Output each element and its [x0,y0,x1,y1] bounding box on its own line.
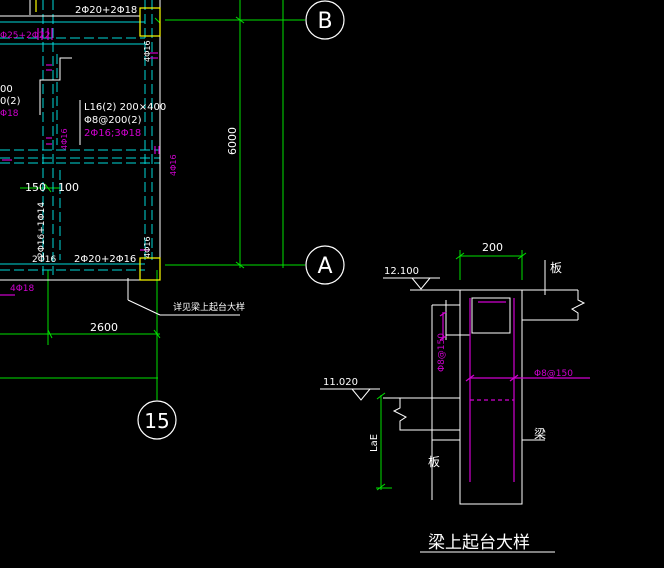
dim-200: 200 [482,241,503,254]
col-4phi16-top: 4Φ16 [143,40,152,62]
dim-100: 100 [58,181,79,194]
axis-15-label: 15 [144,409,169,433]
cut-18: Φ18 [0,109,19,119]
pedestal-outline [459,289,523,505]
label-beam: 梁 [534,426,546,441]
detail-title: 梁上起台大样 [428,533,530,553]
plan-structure-lines [0,0,240,316]
col-4phi16-bottom: 4Φ16 [143,236,152,258]
detail-callout: 详见梁上起台大样 [173,301,245,313]
elev-bottom: 11.020 [323,377,358,388]
plan-rebar-ticks [0,28,160,296]
l16-spec: L16(2) 200×400 [84,102,166,113]
axis-b-label: B [317,9,332,34]
label-slab-top: 板 [550,261,562,275]
bottom-beam-rebar2: 2Φ20+2Φ16 [74,254,136,265]
plan-beam-lines [0,0,160,275]
axis-15: 15 [137,400,177,440]
column-bottom [139,257,161,281]
bottom-beam-rebar1: 2Φ16 [32,255,57,265]
column-top [139,7,161,37]
plan-dimension-lines [0,0,305,400]
stirrup-vertical: Φ8@150 [437,333,447,372]
plan-columns [35,0,161,281]
l16-stirrup: Φ8@200(2) [84,115,142,126]
detail-structure [320,260,586,505]
elev-top: 12.100 [384,266,419,277]
detail-dimension-lines [376,250,527,491]
col-4phi16-mid: 4Φ16 [60,128,69,150]
plan-view: B A 15 2Φ20+2Φ18 Φ25+2Φ22 00 0(2) Φ18 L1… [0,0,345,440]
label-slab-bottom: 板 [428,455,440,469]
top-beam-rebar: 2Φ20+2Φ18 [75,5,137,16]
bottom-left-rebar: 4Φ18 [10,284,35,294]
dim-150: 150 [25,181,46,194]
axis-a-label: A [317,254,332,279]
stirrup-horizontal: Φ8@150 [534,369,573,379]
cut-02: 0(2) [0,96,21,107]
axis-b: B [305,0,345,40]
dim-2600: 2600 [90,321,118,334]
l16-bars: 2Φ16;3Φ18 [84,128,141,139]
col-4phi16-right: 4Φ16 [169,154,178,176]
axis-a: A [305,245,345,285]
left-vertical-rebar: 2Φ16+1Φ14 [37,202,47,258]
dim-6000: 6000 [226,127,239,155]
cut-00: 00 [0,84,13,95]
detail-view: 200 12.100 11.020 板 板 梁 Φ8@150 Φ8@150 La… [320,241,590,553]
lae-label: LaE [369,434,380,452]
detail-rebar [439,298,590,482]
left-rebar: Φ25+2Φ22 [0,31,50,41]
